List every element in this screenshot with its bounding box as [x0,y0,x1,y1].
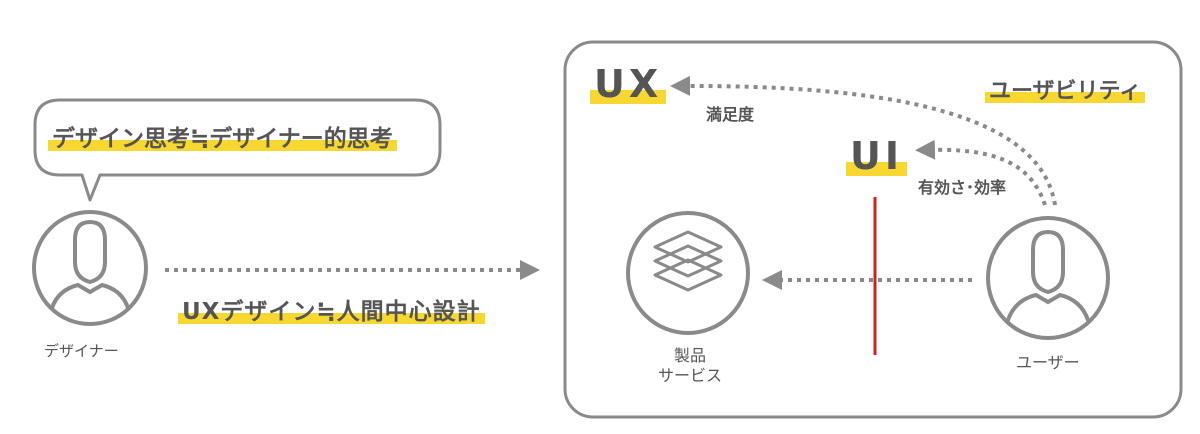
ux-label: UX [590,62,667,106]
ui-curve-arrow [915,139,1047,206]
designer-avatar-icon [32,210,148,326]
ui-efficiency-label: 有効さ･効率 [918,178,1007,197]
designer-label: デザイナー [44,342,119,360]
usability-curve-arrow [670,75,1057,206]
ux-satisfaction-label: 満足度 [706,105,755,124]
product-label-line2: サービス [657,366,722,385]
ui-label: UI [846,134,907,178]
product-layers-icon [626,211,750,335]
speech-bubble-text: デザイン思考≒デザイナー的思考 [48,119,397,153]
product-label-line1: 製品 [673,346,706,365]
usability-label: ユーザビリティ [985,73,1146,105]
product-label: 製品 サービス [650,346,730,386]
ux-design-label: UXデザイン≒人間中心設計 [178,292,485,326]
user-label: ユーザー [1016,353,1080,372]
user-avatar-icon [986,216,1110,340]
